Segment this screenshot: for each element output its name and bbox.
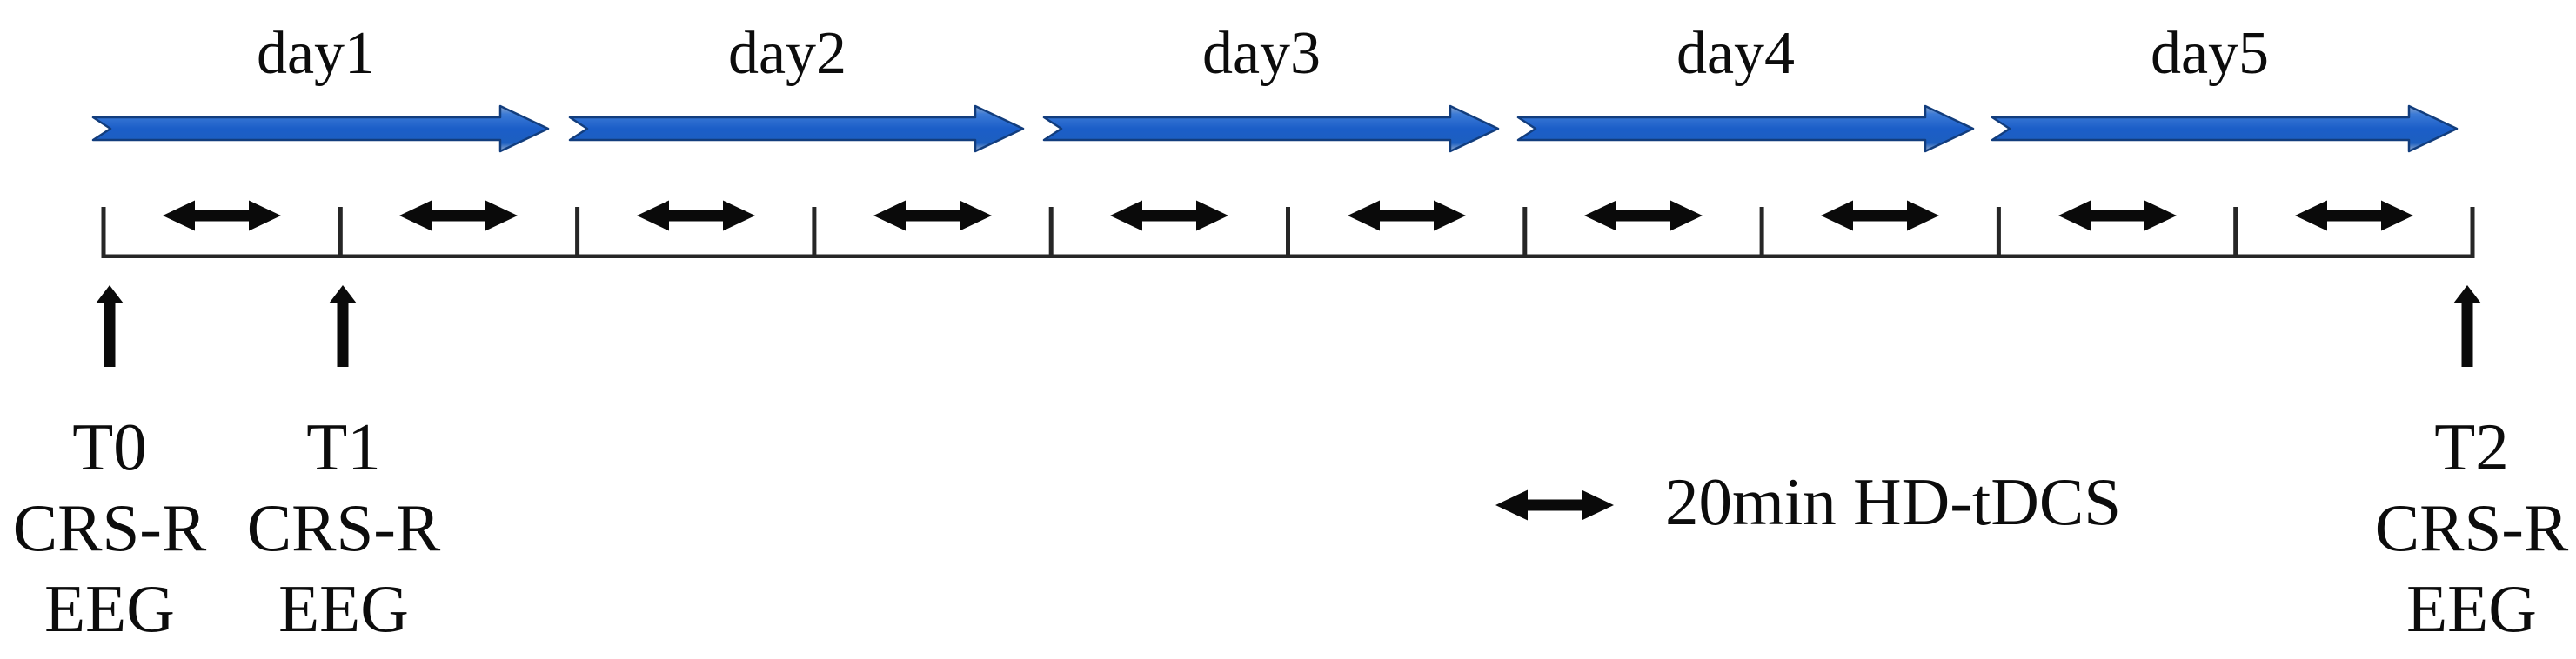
timepoint-block-T2: T2 CRS-R EEG xyxy=(2375,407,2569,649)
day-label-2: day2 xyxy=(727,20,847,87)
legend-label: 20min HD-tDCS xyxy=(1665,464,2122,539)
session-arrow-icon xyxy=(1110,200,1228,231)
timepoint-T2-eeg: EEG xyxy=(2406,571,2537,646)
session-arrow-icon xyxy=(1348,200,1466,231)
tick-mark-1 xyxy=(338,207,343,256)
tick-mark-2 xyxy=(575,207,580,256)
timepoint-arrow-T1-icon xyxy=(329,285,357,367)
day1-arrow-icon xyxy=(91,104,550,153)
day-label-4: day4 xyxy=(1676,20,1796,87)
tick-mark-8 xyxy=(1996,207,2001,256)
timepoint-arrow-T0-icon xyxy=(96,285,124,367)
session-arrow-icon xyxy=(399,200,518,231)
tick-mark-5 xyxy=(1286,207,1290,256)
legend-double-arrow-icon xyxy=(1495,489,1614,521)
session-arrow-icon xyxy=(2058,200,2177,231)
timepoint-T2-crsr: CRS-R xyxy=(2374,490,2569,565)
tick-mark-0 xyxy=(101,207,106,256)
tick-mark-9 xyxy=(2233,207,2238,256)
timeline-axis xyxy=(101,207,2475,258)
timepoint-T0-crsr: CRS-R xyxy=(12,490,207,565)
day-label-3: day3 xyxy=(1201,20,1321,87)
day-label-1: day1 xyxy=(256,20,376,87)
timepoint-T0-eeg: EEG xyxy=(44,571,175,646)
tick-mark-6 xyxy=(1522,207,1528,256)
session-arrow-icon xyxy=(1821,200,1939,231)
tick-mark-10 xyxy=(2470,207,2475,256)
tick-mark-3 xyxy=(812,207,817,256)
timepoint-T1-crsr: CRS-R xyxy=(246,490,441,565)
session-arrow-icon xyxy=(2295,200,2413,231)
timepoint-block-T1: T1 CRS-R EEG xyxy=(247,407,441,649)
timepoint-arrows xyxy=(96,285,2481,367)
timepoint-block-T0: T0 CRS-R EEG xyxy=(13,407,207,649)
session-arrow-icon xyxy=(163,200,281,231)
timepoint-arrow-T2-icon xyxy=(2453,285,2481,367)
session-arrow-icon xyxy=(873,200,992,231)
day4-arrow-icon xyxy=(1516,104,1975,153)
tick-mark-4 xyxy=(1048,207,1054,256)
day2-arrow-icon xyxy=(568,104,1025,153)
session-arrow-icon xyxy=(1584,200,1703,231)
timepoint-T0-label: T0 xyxy=(72,409,147,484)
timepoint-T1-label: T1 xyxy=(306,409,381,484)
tick-mark-7 xyxy=(1759,207,1764,256)
day5-arrow-icon xyxy=(1991,104,2459,153)
session-arrow-icon xyxy=(637,200,755,231)
day-arrows xyxy=(91,104,2459,153)
timepoint-T2-label: T2 xyxy=(2434,409,2509,484)
day3-arrow-icon xyxy=(1042,104,1500,153)
day-label-5: day5 xyxy=(2150,20,2270,87)
timepoint-T1-eeg: EEG xyxy=(278,571,409,646)
